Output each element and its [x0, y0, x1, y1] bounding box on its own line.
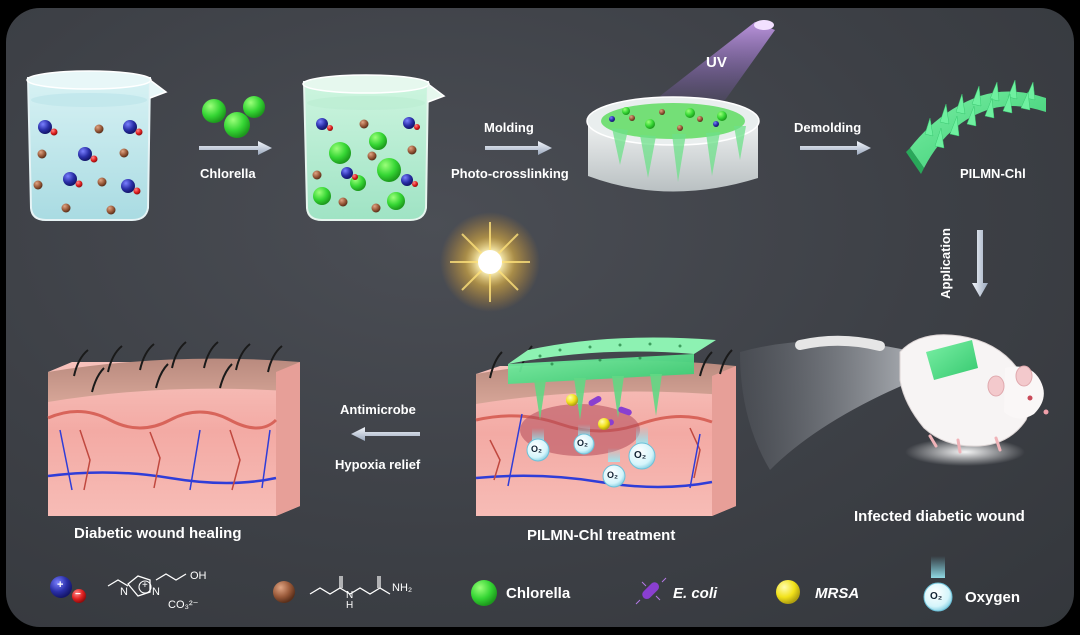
legend-monomer-h: H	[346, 600, 354, 611]
label-photo-crosslinking: Photo-crosslinking	[451, 166, 569, 181]
legend-chlorella-icon	[471, 580, 497, 606]
legend-chlorella-label: Chlorella	[506, 585, 571, 602]
figure-panel	[6, 8, 1074, 627]
legend-il-n-plus: N	[120, 586, 128, 598]
legend-monomer-graphic	[273, 576, 391, 603]
legend-ionic-liquid-graphic	[50, 573, 187, 603]
arrow-molding	[485, 141, 552, 155]
o2-label: O₂	[634, 450, 647, 461]
legend-il-oh: OH	[190, 570, 207, 582]
legend-il-n: N	[152, 586, 160, 598]
o2-label: O₂	[577, 438, 588, 448]
label-molding: Molding	[484, 120, 534, 135]
uv-light-beam	[660, 20, 775, 110]
label-uv: UV	[706, 54, 727, 71]
arrow-add-chlorella	[199, 141, 272, 155]
label-application: Application	[937, 228, 953, 299]
pdms-mold	[586, 96, 760, 192]
o2-label: O₂	[531, 444, 542, 454]
legend-o2-symbol: O₂	[930, 591, 943, 602]
label-diabetic-wound-healing: Diabetic wound healing	[74, 525, 242, 542]
label-chlorella-step: Chlorella	[200, 166, 256, 181]
legend-monomer-n: N	[346, 590, 354, 601]
label-demolding: Demolding	[794, 120, 862, 135]
legend-oxygen-icon	[923, 556, 953, 612]
oxygen-bubbles	[526, 424, 656, 488]
o2-label: O₂	[607, 470, 618, 480]
label-treatment: PILMN-Chl treatment	[527, 527, 676, 544]
legend-il-n-plus-charge: +	[142, 580, 148, 591]
label-antimicrobe: Antimicrobe	[340, 402, 416, 417]
legend-counter-ion: CO₃²⁻	[168, 599, 199, 611]
arrow-application	[972, 230, 988, 297]
microneedle-patch	[906, 79, 1046, 174]
label-hypoxia-relief: Hypoxia relief	[335, 457, 421, 472]
legend-ecoli-icon	[635, 577, 667, 605]
legend-anion-charge: −	[75, 589, 81, 600]
legend-ecoli-label: E. coli	[673, 585, 718, 602]
diabetic-mouse	[795, 334, 1049, 466]
arrow-demolding	[800, 141, 871, 155]
zoom-beam	[740, 341, 915, 470]
beaker1-particles	[33, 120, 143, 215]
healed-skin-block	[47, 341, 300, 516]
label-pilmn-chl: PILMN-Chl	[960, 166, 1026, 181]
chlorella-cluster	[202, 96, 265, 138]
treated-skin-block	[475, 337, 736, 516]
sun-icon	[440, 212, 540, 312]
legend-mrsa-icon	[776, 580, 800, 604]
beaker-monomer-solution	[26, 70, 168, 221]
arrow-healing	[351, 427, 420, 441]
bacteria-mrsa	[566, 394, 578, 406]
label-infected-wound: Infected diabetic wound	[854, 508, 1025, 525]
legend-monomer-nh2: NH₂	[392, 582, 413, 594]
legend-oxygen-label: Oxygen	[965, 589, 1021, 606]
beaker2-particles	[312, 117, 420, 213]
beaker-chlorella-mixture	[302, 74, 446, 221]
legend-cation-charge: +	[57, 579, 64, 591]
legend-mrsa-label: MRSA	[815, 585, 860, 602]
